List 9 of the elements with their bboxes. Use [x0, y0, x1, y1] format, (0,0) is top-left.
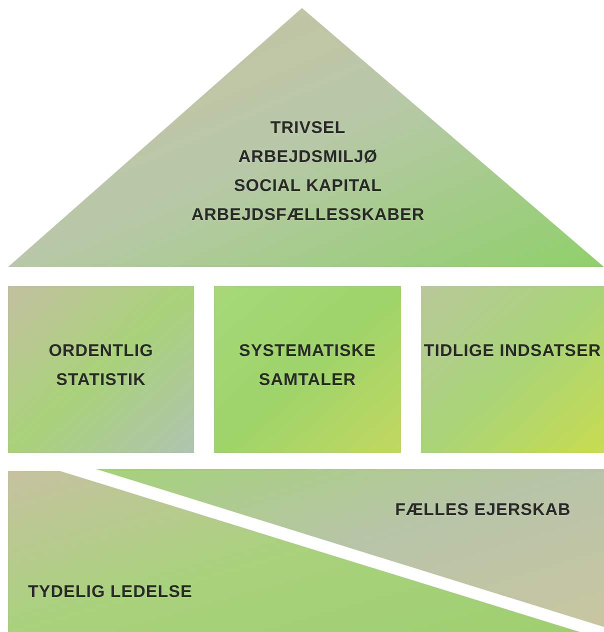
- section-label: TYDELIG LEDELSE: [28, 581, 194, 603]
- section-label: ARBEJDSMILJØ: [237, 146, 379, 168]
- section-label: ARBEJDSFÆLLESSKABER: [190, 204, 426, 226]
- section-label: ORDENTLIG STATISTIK: [48, 340, 154, 391]
- section-label: SYSTEMATISKE SAMTALER: [238, 340, 377, 391]
- section-label: TRIVSEL: [269, 117, 347, 139]
- section-label: FÆLLES EJERSKAB: [394, 499, 572, 521]
- section-label: SOCIAL KAPITAL: [232, 175, 384, 197]
- section-label: TIDLIGE INDSATSER: [422, 340, 602, 362]
